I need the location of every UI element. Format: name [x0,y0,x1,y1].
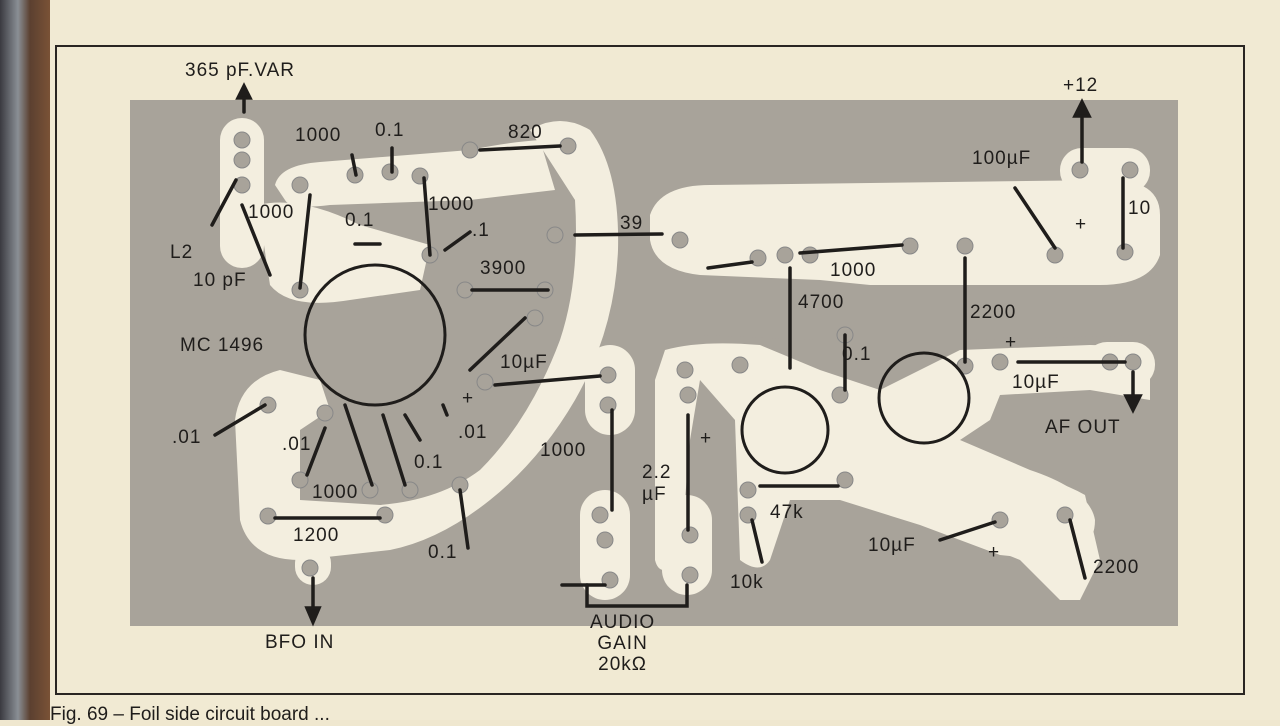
component-leads [210,82,1143,627]
label-c100uf: 100µF [972,148,1032,169]
label-r2200-b: 2200 [1093,557,1140,578]
label-c01-c: .1 [472,220,490,241]
copper-foil-traces [220,118,1160,600]
label-c01-b: 0.1 [345,210,375,231]
label-r1000-c: 1000 [428,194,475,215]
label-c01-e: 0.1 [428,542,458,563]
label-r1200: 1200 [293,525,340,546]
transistor-1-outline [740,385,830,475]
label-r1000-e: 1000 [540,440,587,461]
label-r1000-f: 1000 [830,260,877,281]
label-c22uf: 2.2 µF [642,462,672,505]
label-365pf-var: 365 pF.VAR [185,60,295,81]
label-plus-b: + [700,428,713,449]
label-10pf: 10 pF [193,270,247,291]
label-r2200-a: 2200 [970,302,1017,323]
label-r10k: 10k [730,572,764,593]
label-supply-plus12: +12 [1063,75,1099,96]
label-r1000-d: 1000 [312,482,359,503]
label-r820: 820 [508,122,543,143]
label-bfo-in: BFO IN [265,632,335,653]
label-c001-b: .01 [282,434,312,455]
label-plus-a: + [462,388,475,409]
label-c01-d: 0.1 [414,452,444,473]
label-r4700: 4700 [798,292,845,313]
label-r47k: 47k [770,502,804,523]
label-plus-c: + [1005,332,1018,353]
label-r10: 10 [1128,198,1152,219]
figure-caption: Fig. 69 – Foil side circuit board ... [50,704,330,725]
label-audio-gain: AUDIO GAIN 20kΩ [590,612,656,675]
label-ic-mc1496: MC 1496 [180,335,265,356]
label-c01-a: 0.1 [375,120,405,141]
figure-frame [55,45,1245,695]
label-c01-f: 0.1 [842,344,872,365]
label-c10uf-a: 10µF [500,352,548,373]
label-l2: L2 [170,242,194,263]
label-c001-c: .01 [458,422,488,443]
label-plus-d: + [1075,214,1088,235]
label-r39: 39 [620,213,644,234]
label-r1000-b: 1000 [295,125,342,146]
label-c10uf-b: 10µF [1012,372,1060,393]
label-plus-e: + [988,542,1001,563]
book-binding-edge [0,0,50,720]
label-r1000-a: 1000 [248,202,295,223]
label-c001-a: .01 [172,427,202,448]
label-r3900: 3900 [480,258,527,279]
label-af-out: AF OUT [1045,417,1121,438]
ic-mc1496-outline [303,263,447,407]
transistor-2-outline [877,351,971,445]
label-c10uf-c: 10µF [868,535,916,556]
